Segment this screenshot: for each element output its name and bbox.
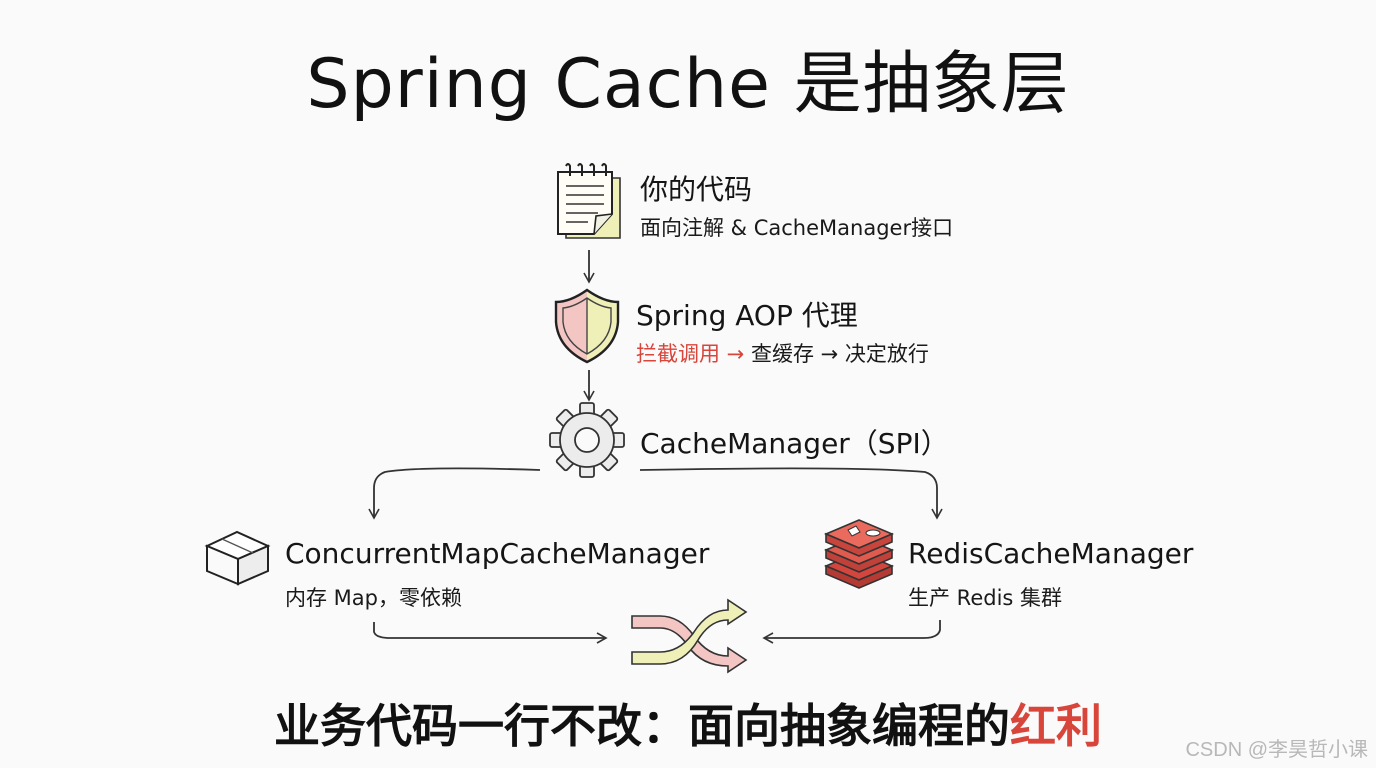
aop-subtitle-highlight: 拦截调用 → (636, 342, 745, 366)
redis-node-subtitle: 生产 Redis 集群 (908, 586, 1063, 610)
aop-subtitle-rest: 查缓存 → 决定放行 (744, 342, 929, 366)
arrow-to-concurrent (368, 467, 541, 520)
box-icon (204, 530, 271, 586)
aop-node-subtitle: 拦截调用 → 查缓存 → 决定放行 (636, 338, 929, 368)
redis-icon (823, 519, 895, 589)
concurrent-node-subtitle: 内存 Map，零依赖 (285, 586, 462, 610)
bottom-caption: 业务代码一行不改：面向抽象编程的红利 (0, 690, 1376, 756)
shield-icon (554, 288, 620, 364)
redis-node-title: RedisCacheManager (908, 537, 1194, 570)
code-node-subtitle: 面向注解 & CacheManager接口 (640, 216, 954, 240)
concurrent-node-title: ConcurrentMapCacheManager (285, 537, 710, 570)
shuffle-icon (631, 598, 748, 674)
bottom-caption-main: 业务代码一行不改：面向抽象编程的 (274, 699, 1010, 753)
watermark: CSDN @李昊哲小课 (1185, 739, 1368, 761)
arrow-to-redis (639, 467, 943, 520)
bottom-caption-highlight: 红利 (1010, 699, 1102, 753)
arrow-redis-to-shuffle (762, 620, 941, 644)
notepad-icon (557, 163, 621, 239)
page-title: Spring Cache 是抽象层 (306, 45, 1070, 124)
code-node-title: 你的代码 (640, 173, 753, 206)
arrow-concurrent-to-shuffle (373, 622, 608, 644)
gear-icon (549, 402, 625, 478)
aop-node-title: Spring AOP 代理 (636, 299, 858, 332)
cachemanager-node-title: CacheManager（SPI） (640, 427, 949, 460)
